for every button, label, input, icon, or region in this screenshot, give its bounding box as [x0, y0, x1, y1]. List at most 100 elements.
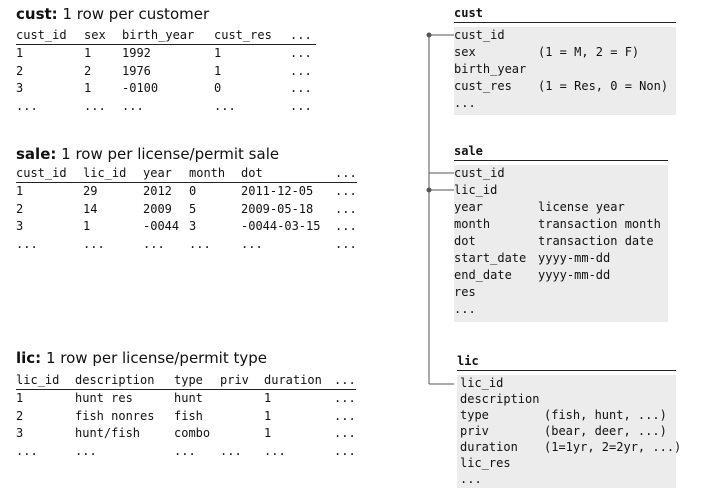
- table-cell: ...: [16, 443, 38, 458]
- column-header: dot: [241, 166, 335, 183]
- table-cell: combo: [174, 426, 211, 440]
- field-name: lic_res: [460, 456, 511, 470]
- table-row: 3 1 -0100 0 ...: [16, 80, 316, 98]
- table-cell: ...: [122, 98, 144, 113]
- schema-lic-box: lic lic_id description type(fish, hunt, …: [457, 354, 681, 488]
- field-name: type: [460, 408, 489, 422]
- table-cell: ...: [290, 63, 312, 78]
- table-cell: 0: [189, 184, 197, 198]
- table-cell: ...: [83, 236, 105, 251]
- field-name: year: [454, 200, 483, 214]
- column-header: ...: [290, 28, 316, 45]
- table-cell: -0100: [122, 81, 159, 95]
- column-header: sex: [84, 28, 122, 45]
- table-row: 2 fish nonres fish 1 ...: [16, 408, 356, 426]
- table-cell: 1: [214, 63, 222, 78]
- table-cell: -0044-03-15: [241, 219, 321, 233]
- table-row: 2 14 2009 5 2009-05-18 ...: [16, 201, 357, 219]
- table-cell: ...: [335, 201, 357, 216]
- table-cell: 29: [83, 184, 98, 198]
- table-cell: 2009: [143, 201, 172, 216]
- table-cell: -0044: [143, 219, 180, 233]
- table-cell: 1: [264, 408, 272, 423]
- table-cell: ...: [143, 236, 165, 251]
- table-cell: fish: [174, 408, 203, 423]
- table-cell: 3: [189, 219, 197, 233]
- table-cell: 3: [16, 426, 24, 440]
- column-header: lic_id: [83, 166, 143, 183]
- cust-table: cust_id sex birth_year cust_res ... 1 1 …: [16, 28, 316, 115]
- field-note: (1=1yr, 2=2yr, ...): [544, 440, 682, 454]
- table-cell: 2: [16, 201, 24, 216]
- table-cell: 2: [16, 408, 24, 423]
- sale-table: cust_id lic_id year month dot ... 1 29 2…: [16, 166, 357, 253]
- table-cell: 2011-12-05: [241, 184, 314, 198]
- table-cell: 1: [83, 219, 91, 233]
- field-note: yyyy-mm-dd: [538, 268, 611, 282]
- field-name: start_date: [454, 251, 527, 265]
- table-cell: 14: [83, 201, 98, 216]
- table-cell: ...: [16, 98, 38, 113]
- table-row: 3 hunt/fish combo 1 ...: [16, 425, 356, 443]
- column-header: year: [143, 166, 189, 183]
- lic-heading: lic: 1 row per license/permit type: [16, 349, 267, 367]
- table-cell: 1: [16, 46, 24, 60]
- lic-heading-name: lic:: [16, 349, 42, 367]
- schema-sale-rule: [454, 160, 668, 161]
- field-name: birth_year: [454, 62, 527, 76]
- table-cell: ...: [334, 443, 356, 458]
- sale-heading-desc: 1 row per license/permit sale: [56, 145, 280, 163]
- field-name: ...: [454, 96, 476, 110]
- table-row: 1 1 1992 1 ...: [16, 45, 316, 63]
- table-cell: 2: [84, 63, 92, 78]
- table-cell: ...: [16, 236, 38, 251]
- table-cell: ...: [174, 443, 196, 458]
- lic-table: lic_id description type priv duration ..…: [16, 373, 356, 460]
- lic-table-body: 1 hunt res hunt 1 ... 2 fish nonres fish…: [16, 390, 356, 461]
- field-name: sex: [454, 45, 476, 59]
- table-cell: ...: [335, 236, 357, 251]
- column-header: cust_id: [16, 28, 84, 45]
- column-header: month: [189, 166, 241, 183]
- table-cell: ...: [220, 443, 242, 458]
- table-cell: ...: [334, 408, 356, 423]
- table-cell: 1: [84, 46, 92, 60]
- column-header: priv: [220, 373, 264, 390]
- field-name: ...: [460, 472, 482, 486]
- table-row: 1 hunt res hunt 1 ...: [16, 390, 356, 408]
- field-name: duration: [460, 440, 518, 454]
- table-header-row: cust_id lic_id year month dot ...: [16, 166, 357, 183]
- table-cell: fish nonres: [75, 408, 155, 423]
- table-cell: ...: [335, 184, 357, 198]
- field-name: lic_id: [460, 376, 504, 390]
- table-cell: ...: [290, 46, 312, 60]
- table-cell: ...: [335, 219, 357, 233]
- column-header: birth_year: [122, 28, 214, 45]
- table-cell: 1992: [122, 46, 151, 60]
- table-cell: 1: [16, 391, 24, 405]
- column-header: description: [75, 373, 174, 390]
- table-cell: 5: [189, 201, 197, 216]
- column-header: ...: [334, 373, 356, 390]
- column-header: duration: [264, 373, 334, 390]
- cust-heading-name: cust:: [16, 5, 58, 23]
- field-note: (bear, deer, ...): [544, 424, 667, 438]
- table-cell: ...: [264, 443, 286, 458]
- table-cell: 2009-05-18: [241, 201, 314, 216]
- sale-heading: sale: 1 row per license/permit sale: [16, 145, 279, 163]
- table-cell: ...: [189, 236, 211, 251]
- table-cell: 2: [16, 63, 24, 78]
- field-name: description: [460, 392, 540, 406]
- sale-table-body: 1 29 2012 0 2011-12-05 ... 2 14 2009 5 2…: [16, 183, 357, 254]
- schema-cust-title: cust: [454, 6, 483, 20]
- table-row: 3 1 -0044 3 -0044-03-15 ...: [16, 218, 357, 236]
- table-row: 1 29 2012 0 2011-12-05 ...: [16, 183, 357, 201]
- field-note: transaction month: [538, 217, 661, 231]
- table-cell: ...: [290, 98, 312, 113]
- table-cell: ...: [214, 98, 236, 113]
- field-name: end_date: [454, 268, 512, 282]
- schema-cust-box: cust cust_id sex(1 = M, 2 = F) birth_yea…: [454, 6, 676, 115]
- table-row: ... ... ... ... ...: [16, 98, 316, 116]
- table-cell: 1: [264, 426, 272, 440]
